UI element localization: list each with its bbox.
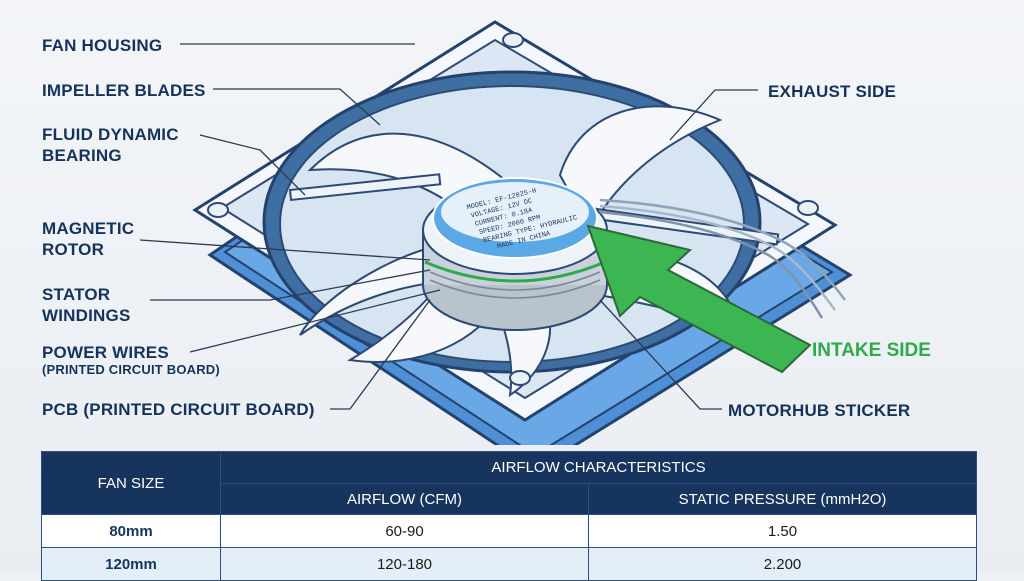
label-power-wires-sub: (PRINTED CIRCUIT BOARD) [42, 362, 220, 377]
table-row: 80mm 60-90 1.50 [41, 514, 977, 548]
label-magnetic-rotor-line1: MAGNETIC [42, 219, 135, 238]
motorhub-sticker: MODEL: EF-12025-H VOLTAGE: 12V DC CURREN… [432, 177, 598, 259]
header-airflow-cfm: AIRFLOW (CFM) [220, 483, 589, 515]
label-fan-housing: FAN HOUSING [42, 36, 163, 55]
label-pcb: PCB (PRINTED CIRCUIT BOARD) [42, 400, 315, 419]
label-magnetic-rotor-line2: ROTOR [42, 240, 105, 259]
power-wires [599, 198, 846, 319]
cell-airflow: 120-180 [220, 547, 589, 581]
pcb-ring [424, 260, 606, 283]
leader-lines [139, 43, 758, 410]
header-static-pressure: STATIC PRESSURE (mmH2O) [588, 483, 977, 515]
impeller-blades [299, 105, 742, 398]
cell-fan-size: 120mm [41, 547, 221, 581]
label-impeller-blades: IMPELLER BLADES [42, 81, 206, 100]
label-fluid-dynamic-bearing-line2: BEARING [42, 146, 122, 165]
label-intake-side: INTAKE SIDE [812, 340, 931, 361]
label-power-wires: POWER WIRES [42, 343, 169, 362]
cell-static-pressure: 2.200 [588, 547, 977, 581]
airflow-spec-table: FAN SIZE AIRFLOW CHARACTERISTICS AIRFLOW… [41, 451, 977, 581]
fan-diagram: MODEL: EF-12025-H VOLTAGE: 12V DC CURREN… [139, 20, 853, 445]
cell-airflow: 60-90 [220, 514, 589, 548]
cell-fan-size: 80mm [41, 514, 221, 548]
mount-holes [207, 32, 819, 386]
label-exhaust-side: EXHAUST SIDE [768, 82, 897, 101]
table-row: 120mm 120-180 2.200 [41, 547, 977, 581]
label-stator-windings-line1: STATOR [42, 285, 111, 304]
label-fluid-dynamic-bearing-line1: FLUID DYNAMIC [42, 125, 179, 144]
intake-arrow [586, 224, 812, 374]
label-motorhub-sticker: MOTORHUB STICKER [728, 401, 911, 420]
label-stator-windings-line2: WINDINGS [42, 306, 131, 325]
header-fan-size: FAN SIZE [41, 451, 221, 515]
header-airflow-characteristics: AIRFLOW CHARACTERISTICS [220, 451, 977, 484]
cell-static-pressure: 1.50 [588, 514, 977, 548]
